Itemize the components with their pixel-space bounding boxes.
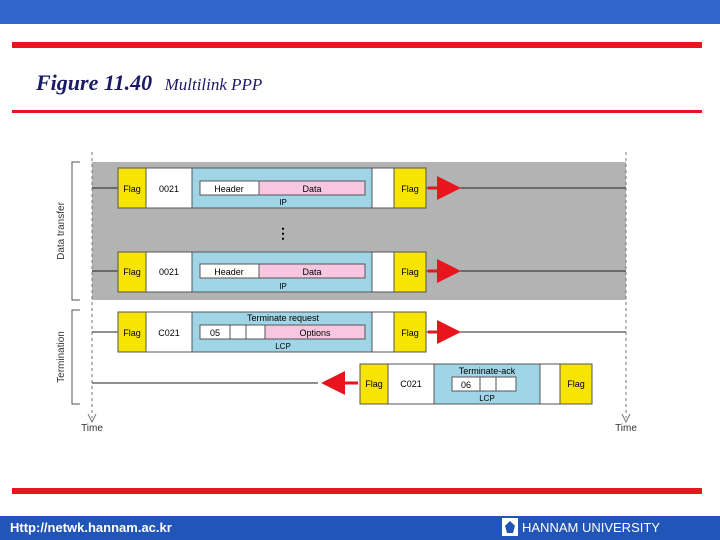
frame-4-length (495, 376, 517, 392)
frame-3-payload-label: LCP (275, 342, 291, 351)
svg-text:Flag: Flag (123, 328, 141, 338)
frame-2-fcs (371, 251, 395, 293)
footer-bar (0, 516, 720, 540)
figure-caption: Multilink PPP (164, 75, 263, 94)
frame-3-flag-start (117, 311, 147, 353)
svg-text:Data: Data (302, 267, 321, 277)
frame-2-payload-label: IP (279, 282, 287, 291)
university-name: HANNAM UNIVERSITY (522, 519, 660, 535)
top-red-rule (12, 42, 702, 48)
frame-4-flag-start (359, 363, 389, 405)
top-bar (0, 0, 720, 24)
data-transfer-bracket (71, 161, 80, 301)
time-arrow-right (621, 413, 631, 424)
time-label-left: Time (81, 423, 103, 434)
frame-2-data (258, 263, 366, 279)
footer-url[interactable]: Http://netwk.hannam.ac.kr (10, 520, 172, 535)
frame-4-payload-label: LCP (479, 394, 495, 403)
frame-1-fcs (371, 167, 395, 209)
svg-text:Flag: Flag (401, 328, 419, 338)
frame-2-ip-data: Flag 0021 Header Data IP Flag (92, 251, 626, 293)
frame-2-flag-start (117, 251, 147, 293)
frame-1-payload-label: IP (279, 198, 287, 207)
university-logo-icon (502, 518, 518, 536)
footer-university: HANNAM UNIVERSITY (502, 518, 660, 536)
frame-4-id (479, 376, 497, 392)
svg-text:C021: C021 (158, 328, 180, 338)
svg-text:Flag: Flag (123, 267, 141, 277)
svg-text:0021: 0021 (159, 184, 179, 194)
svg-text:0021: 0021 (159, 267, 179, 277)
svg-text:06: 06 (461, 380, 471, 390)
svg-text:Flag: Flag (123, 184, 141, 194)
frame-4-flag-end (559, 363, 593, 405)
svg-text:Options: Options (299, 328, 331, 338)
bottom-red-rule (12, 488, 702, 494)
svg-text:Flag: Flag (365, 379, 383, 389)
termination-label: Termination (56, 331, 67, 383)
svg-text:Header: Header (214, 267, 244, 277)
termination-bracket (71, 309, 80, 405)
svg-text:Header: Header (214, 184, 244, 194)
frame-3-flag-end (393, 311, 427, 353)
time-label-right: Time (615, 423, 637, 434)
svg-text:Flag: Flag (401, 267, 419, 277)
frame-1-data (258, 180, 366, 196)
frame-4-message: Terminate-ack (459, 366, 516, 376)
frame-3-terminate-request: Flag C021 Terminate request 05 Options L… (92, 311, 626, 353)
frame-2-flag-end (393, 251, 427, 293)
time-arrow-left (87, 413, 97, 424)
frame-3-fcs (371, 311, 395, 353)
svg-text:05: 05 (210, 328, 220, 338)
svg-text:Flag: Flag (567, 379, 585, 389)
frame-3-options (264, 324, 366, 340)
frame-3-protocol (145, 311, 193, 353)
frame-3-id (229, 324, 247, 340)
data-transfer-label: Data transfer (56, 201, 67, 259)
frame-1-ip-data: Flag 0021 Header Data IP Flag (92, 167, 626, 209)
figure-number: Figure 11.40 (36, 70, 153, 95)
frame-3-message: Terminate request (247, 313, 320, 323)
frame-4-fcs (539, 363, 561, 405)
frame-1-flag-end (393, 167, 427, 209)
title-red-rule (12, 110, 702, 113)
frame-3-length (245, 324, 266, 340)
ellipsis: ⋮ (276, 225, 290, 241)
svg-text:Data: Data (302, 184, 321, 194)
frame-4-terminate-ack: Flag C021 Terminate-ack 06 LCP Flag (92, 363, 593, 405)
svg-text:Flag: Flag (401, 184, 419, 194)
page-title: Figure 11.40 Multilink PPP (36, 70, 262, 96)
svg-text:C021: C021 (400, 379, 422, 389)
